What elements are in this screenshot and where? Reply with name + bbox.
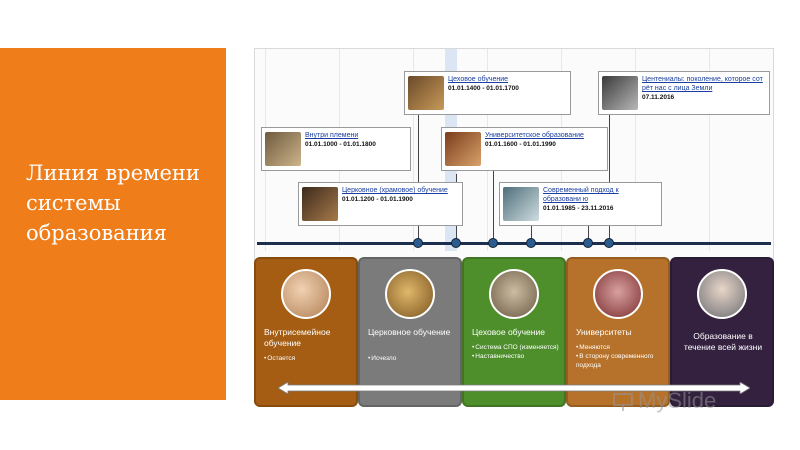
tribe-photo	[265, 132, 301, 166]
timeline-marker[interactable]	[488, 238, 498, 248]
event-dates: 07.11.2016	[642, 94, 675, 101]
card-universities: Университеты Меняются В сторону современ…	[566, 257, 670, 407]
timeline-screenshot: Цеховое обучение 01.01.1400 - 01.01.1700…	[254, 48, 774, 403]
event-callout-centennials[interactable]: Центениалы: поколение, которое сот рёт н…	[598, 71, 770, 115]
event-callout-tribe[interactable]: Внутри племени 01.01.1000 - 01.01.1800	[261, 127, 411, 171]
card-bullets: Остается	[264, 354, 352, 363]
card-title: Университеты	[576, 327, 632, 337]
guild-photo	[489, 269, 539, 319]
card-guild-learning: Цеховое обучение Система СПО (изменяется…	[462, 257, 566, 407]
timeline-marker[interactable]	[583, 238, 593, 248]
event-title-link[interactable]: Цеховое обучение	[448, 76, 509, 83]
era-cards: Внутрисемейное обучение Остается Церковн…	[254, 257, 774, 407]
event-dates: 01.01.1600 - 01.01.1990	[485, 141, 556, 148]
event-title-link[interactable]: Современный подход к образовани ю	[543, 187, 619, 203]
timeline-marker[interactable]	[413, 238, 423, 248]
card-bullet: Исчезло	[368, 354, 456, 363]
event-dates: 01.01.1200 - 01.01.1900	[342, 196, 413, 203]
callout-stem	[493, 136, 494, 240]
watermark-text: MySlide	[638, 388, 717, 413]
event-callout-modern[interactable]: Современный подход к образовани ю 01.01.…	[499, 182, 662, 226]
callout-stem	[609, 94, 610, 240]
double-arrow-icon	[278, 382, 750, 394]
card-lifelong-learning: Образование в течение всей жизни	[670, 257, 774, 407]
timeline-marker[interactable]	[451, 238, 461, 248]
callout-stem	[418, 98, 419, 240]
card-bullet: Меняются	[576, 343, 664, 352]
orange-title-panel	[0, 48, 226, 400]
event-title-link[interactable]: Центениалы: поколение, которое сот рёт н…	[642, 76, 763, 92]
card-bullet: Наставничество	[472, 352, 560, 361]
family-photo	[281, 269, 331, 319]
card-title: Церковное обучение	[368, 327, 451, 337]
youth-generation-photo	[602, 76, 638, 110]
card-bullet: Система СПО (изменяется)	[472, 343, 560, 352]
university-photo	[593, 269, 643, 319]
grid-line	[709, 49, 710, 251]
card-church-learning: Церковное обучение Исчезло	[358, 257, 462, 407]
event-dates: 01.01.1985 - 23.11.2016	[543, 205, 614, 212]
slide-title: Линия времени системы образования	[26, 161, 200, 245]
event-callout-guild[interactable]: Цеховое обучение 01.01.1400 - 01.01.1700	[404, 71, 571, 115]
presentation-icon	[613, 393, 633, 411]
cuneiform-tablet-photo	[385, 269, 435, 319]
card-title: Образование в течение всей жизни	[683, 331, 763, 352]
elderly-woman-photo	[697, 269, 747, 319]
card-bullets: Исчезло	[368, 354, 456, 363]
card-bullets: Система СПО (изменяется) Наставничество	[472, 343, 560, 361]
modern-classroom-photo	[503, 187, 539, 221]
church-school-photo	[302, 187, 338, 221]
card-title: Цеховое обучение	[472, 327, 545, 337]
university-hall-photo	[445, 132, 481, 166]
timeline-marker[interactable]	[526, 238, 536, 248]
event-callout-university[interactable]: Университетское образование 01.01.1600 -…	[441, 127, 608, 171]
card-title: Внутрисемейное обучение	[264, 327, 331, 348]
event-callout-church[interactable]: Церковное (храмовое) обучение 01.01.1200…	[298, 182, 463, 226]
timeline-axis	[257, 242, 771, 245]
event-dates: 01.01.1000 - 01.01.1800	[305, 141, 376, 148]
card-bullet: В сторону современного подхода	[576, 352, 664, 370]
guild-workshop-photo	[408, 76, 444, 110]
event-title-link[interactable]: Университетское образование	[485, 132, 584, 139]
event-title-link[interactable]: Внутри племени	[305, 132, 359, 139]
timeline-marker[interactable]	[604, 238, 614, 248]
grid-line	[413, 49, 414, 251]
card-bullet: Остается	[264, 354, 352, 363]
card-bullets: Меняются В сторону современного подхода	[576, 343, 664, 370]
card-family-learning: Внутрисемейное обучение Остается	[254, 257, 358, 407]
event-title-link[interactable]: Церковное (храмовое) обучение	[342, 187, 448, 194]
event-dates: 01.01.1400 - 01.01.1700	[448, 85, 519, 92]
grid-line	[635, 49, 636, 251]
